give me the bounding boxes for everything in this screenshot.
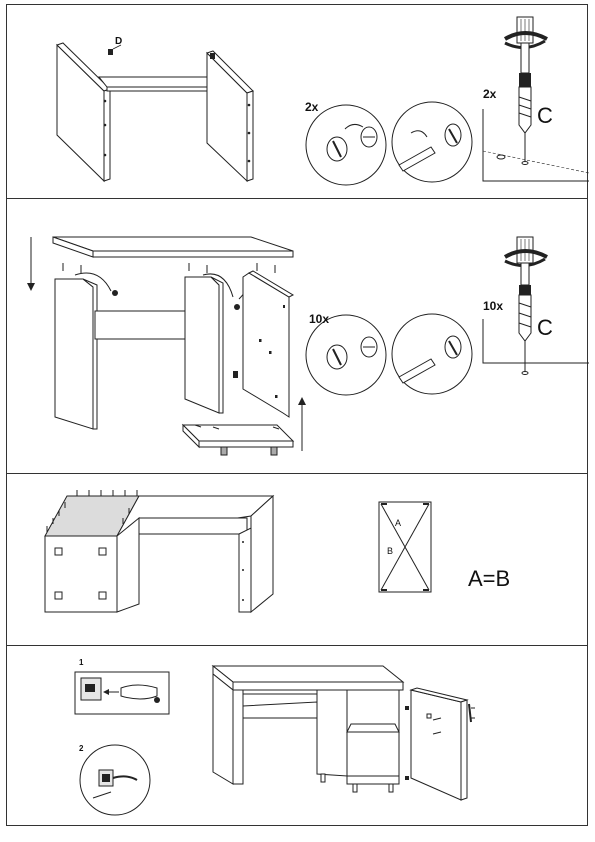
cabinet-door (409, 687, 469, 801)
step-3-panel: A B A=B (6, 473, 588, 646)
desk-assembly-back-view (44, 494, 275, 614)
quantity-label: 2x (305, 100, 319, 114)
cam-lock-detail-circle (305, 314, 387, 396)
screwdriver-detail (482, 16, 590, 182)
quantity-label: 10x (309, 312, 330, 326)
arrow-up-icon (298, 397, 306, 451)
desk-assembled-view (211, 664, 405, 793)
diagonal-equation: A=B (468, 566, 511, 591)
side-panel-right (242, 270, 295, 418)
side-panel-left (54, 278, 98, 430)
quantity-label: 2x (483, 87, 497, 101)
cam-lock-detail-circle (391, 313, 473, 395)
cam-fitting-marker (108, 49, 113, 55)
arrow-down-icon (27, 237, 35, 291)
hinge-detail-circle (79, 744, 151, 816)
modesty-panel (94, 310, 194, 342)
quantity-label: 10x (483, 299, 504, 313)
cam-lock-detail-circle (305, 104, 387, 186)
diagonal-label-a: A (395, 518, 402, 528)
diagonal-check-diagram (378, 501, 432, 593)
screwdriver-detail (482, 236, 589, 375)
cam-fitting-marker (112, 290, 118, 296)
cam-fitting-marker (233, 371, 238, 378)
step-4-illustration (74, 664, 475, 816)
sub-step-1-label: 1 (79, 658, 84, 667)
side-panel-middle (184, 276, 224, 414)
tool-label-c: C (537, 103, 553, 128)
cam-fitting-marker (210, 53, 215, 59)
side-panel-right (206, 50, 254, 183)
diagonal-label-b: B (387, 546, 394, 556)
step-4-panel: 1 2 (6, 645, 588, 826)
cam-lock-detail-circle (391, 101, 473, 183)
step-1-panel: D 2x 2x C (6, 4, 590, 199)
nail-markers (46, 490, 138, 532)
step-2-illustration (27, 236, 589, 456)
hinge-detail-box (74, 671, 170, 715)
desktop-panel (52, 236, 294, 258)
side-panel-left (56, 42, 111, 183)
cam-fitting-marker (234, 304, 240, 310)
part-label-d: D (115, 36, 123, 47)
step-2-panel: 10x 10x C (6, 198, 589, 474)
bottom-shelf (181, 423, 295, 456)
tool-label-c: C (537, 315, 553, 340)
sub-step-2-label: 2 (79, 744, 84, 753)
step-1-illustration (56, 16, 590, 186)
step-3-illustration (44, 490, 432, 614)
door-handle (468, 703, 475, 723)
